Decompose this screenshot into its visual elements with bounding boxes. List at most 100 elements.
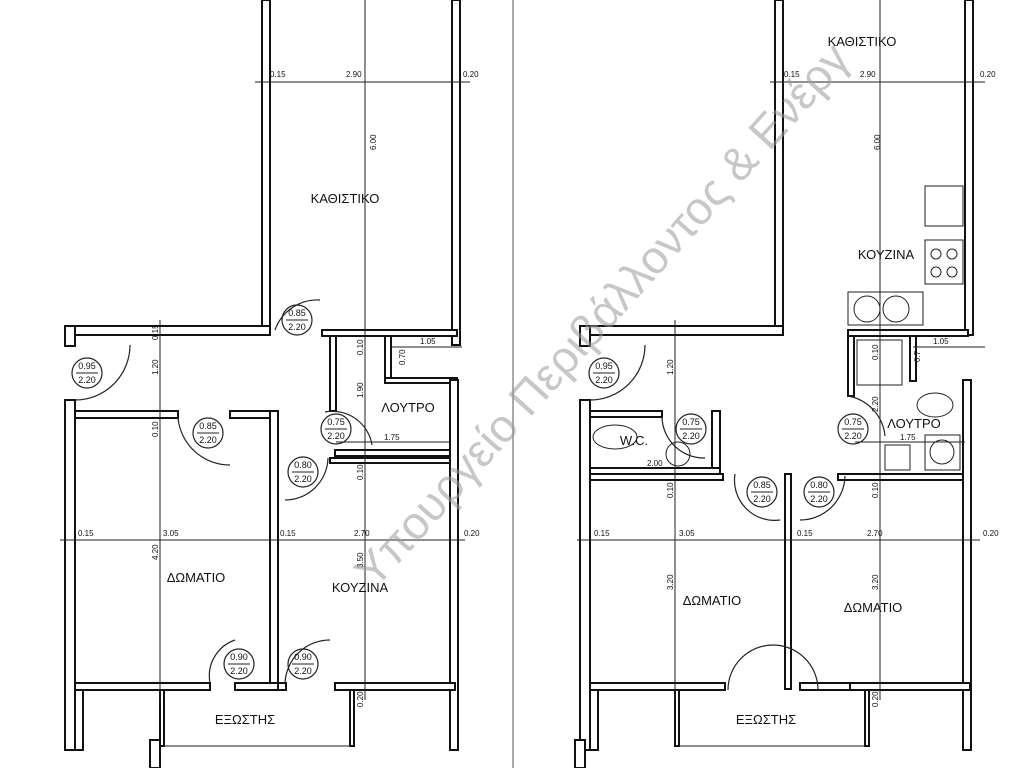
svg-text:2.20: 2.20 — [595, 375, 613, 385]
svg-text:0.85: 0.85 — [753, 480, 771, 490]
room-label-balcony: ΕΞΩΣΤΗΣ — [736, 712, 796, 727]
wc-toilet-icon — [592, 424, 638, 450]
svg-text:0.15: 0.15 — [78, 529, 94, 538]
room-label-room: ΔΩΜΑΤΙΟ — [167, 570, 226, 585]
door-tag: 0.802.20 — [287, 456, 319, 488]
door-tag: 0.952.20 — [71, 357, 103, 389]
room-label-living: ΚΑΘΙΣΤΙΚΟ — [828, 34, 897, 49]
svg-text:0.10: 0.10 — [871, 482, 880, 498]
stove-icon — [924, 239, 964, 285]
svg-text:0.20: 0.20 — [871, 691, 880, 707]
svg-text:0.10: 0.10 — [666, 482, 675, 498]
svg-text:1.75: 1.75 — [900, 433, 916, 442]
svg-text:2.20: 2.20 — [810, 494, 828, 504]
washer-icon — [924, 434, 961, 471]
svg-text:4.20: 4.20 — [151, 544, 160, 560]
svg-text:0.90: 0.90 — [294, 652, 312, 662]
svg-text:1.20: 1.20 — [666, 359, 675, 375]
door-swings — [589, 344, 886, 691]
svg-text:2.20: 2.20 — [327, 431, 345, 441]
svg-text:1.05: 1.05 — [420, 337, 436, 346]
door-tag: 0.85 2.20 — [746, 476, 778, 508]
walls — [574, 0, 974, 768]
right-plan: 0.952.20 0.752.20 0.752.20 0.852.20 0.80… — [574, 0, 999, 768]
fridge-icon — [924, 185, 964, 227]
svg-text:3.05: 3.05 — [163, 529, 179, 538]
door-tag: 0.752.20 — [675, 413, 707, 445]
svg-text:0.20: 0.20 — [464, 529, 480, 538]
room-label-room2: ΔΩΜΑΤΙΟ — [844, 600, 903, 615]
dimension-lines — [60, 0, 470, 700]
svg-text:2.20: 2.20 — [294, 474, 312, 484]
svg-text:3.50: 3.50 — [356, 552, 365, 568]
svg-text:0.15: 0.15 — [797, 529, 813, 538]
svg-text:0.90: 0.90 — [230, 652, 248, 662]
room-label-balcony: ΕΞΩΣΤΗΣ — [215, 712, 275, 727]
svg-text:2.90: 2.90 — [346, 70, 362, 79]
sink-icon — [847, 291, 924, 326]
svg-text:0.7: 0.7 — [913, 350, 922, 362]
svg-text:6.00: 6.00 — [873, 134, 882, 150]
svg-text:0.80: 0.80 — [810, 480, 828, 490]
svg-text:2.70: 2.70 — [354, 529, 370, 538]
svg-text:0.15: 0.15 — [270, 70, 286, 79]
dimension-lines — [577, 0, 985, 700]
room-label-room1: ΔΩΜΑΤΙΟ — [683, 593, 742, 608]
svg-text:0.20: 0.20 — [463, 70, 479, 79]
svg-text:1.20: 1.20 — [151, 359, 160, 375]
svg-text:0.10: 0.10 — [151, 421, 160, 437]
dimension-labels: 0.15 2.90 0.20 6.00 0.15 1.20 0.10 0.10 … — [78, 70, 480, 707]
room-label-kitchen: ΚΟΥΖΙΝΑ — [332, 580, 389, 595]
svg-text:1.90: 1.90 — [356, 382, 365, 398]
door-tags: 0.85 2.20 0.952.20 0.85 2.20 0.75 2.20 0.80… — [71, 304, 352, 680]
door-tag: 0.90 2.20 — [287, 648, 319, 680]
svg-text:0.70: 0.70 — [398, 349, 407, 365]
svg-text:3.20: 3.20 — [666, 574, 675, 590]
door-tag: 0.90 2.20 — [223, 648, 255, 680]
svg-text:0.75: 0.75 — [844, 417, 862, 427]
door-swings — [74, 299, 373, 684]
room-label-kitchen: ΚΟΥΖΙΝΑ — [858, 247, 915, 262]
svg-text:0.95: 0.95 — [595, 361, 613, 371]
svg-text:2.20: 2.20 — [78, 375, 96, 385]
svg-text:0.20: 0.20 — [356, 691, 365, 707]
door-tag: 0.95 2.20 — [588, 357, 620, 389]
door-tag: 0.75 2.20 — [320, 413, 352, 445]
svg-text:2.70: 2.70 — [867, 529, 883, 538]
svg-text:1.75: 1.75 — [384, 433, 400, 442]
svg-text:2.90: 2.90 — [860, 70, 876, 79]
room-labels: ΚΑΘΙΣΤΙΚΟ ΚΟΥΖΙΝΑ ΛΟΥΤΡΟ W.C. ΔΩΜΑΤΙΟ ΔΩ… — [620, 34, 941, 727]
svg-text:0.10: 0.10 — [871, 344, 880, 360]
room-label-living: ΚΑΘΙΣΤΙΚΟ — [311, 191, 380, 206]
svg-text:0.10: 0.10 — [356, 464, 365, 480]
svg-text:0.15: 0.15 — [784, 70, 800, 79]
svg-text:2.20: 2.20 — [199, 435, 217, 445]
svg-text:2.20: 2.20 — [844, 431, 862, 441]
svg-text:1.05: 1.05 — [933, 337, 949, 346]
svg-text:3.20: 3.20 — [871, 574, 880, 590]
room-label-wc: W.C. — [620, 433, 648, 448]
svg-text:2.20: 2.20 — [230, 666, 248, 676]
door-tag: 0.80 2.20 — [803, 476, 835, 508]
room-labels: ΚΑΘΙΣΤΙΚΟ ΛΟΥΤΡΟ ΔΩΜΑΤΙΟ ΚΟΥΖΙΝΑ ΕΞΩΣΤΗΣ — [167, 191, 435, 727]
svg-text:0.75: 0.75 — [682, 417, 700, 427]
svg-text:2.20: 2.20 — [753, 494, 771, 504]
svg-text:2.20: 2.20 — [294, 666, 312, 676]
dimension-labels: 0.15 2.90 0.20 6.00 1.20 0.10 1.05 0.7 2… — [594, 70, 999, 707]
svg-text:0.15: 0.15 — [594, 529, 610, 538]
wc-basin-icon — [665, 441, 691, 467]
svg-text:2.20: 2.20 — [871, 396, 880, 412]
svg-text:0.15: 0.15 — [151, 324, 160, 340]
svg-text:0.85: 0.85 — [199, 421, 217, 431]
svg-text:2.20: 2.20 — [288, 322, 306, 332]
svg-text:2.00: 2.00 — [647, 459, 663, 468]
door-tags: 0.952.20 0.752.20 0.752.20 0.852.20 0.80… — [588, 357, 869, 508]
svg-text:0.85: 0.85 — [288, 308, 306, 318]
svg-text:6.00: 6.00 — [369, 134, 378, 150]
svg-text:3.05: 3.05 — [679, 529, 695, 538]
door-tag: 0.85 2.20 — [281, 304, 313, 336]
svg-text:0.15: 0.15 — [280, 529, 296, 538]
svg-text:0.75: 0.75 — [327, 417, 345, 427]
left-plan: 0.85 2.20 0.952.20 0.85 2.20 0.75 2.20 0.80… — [60, 0, 480, 768]
